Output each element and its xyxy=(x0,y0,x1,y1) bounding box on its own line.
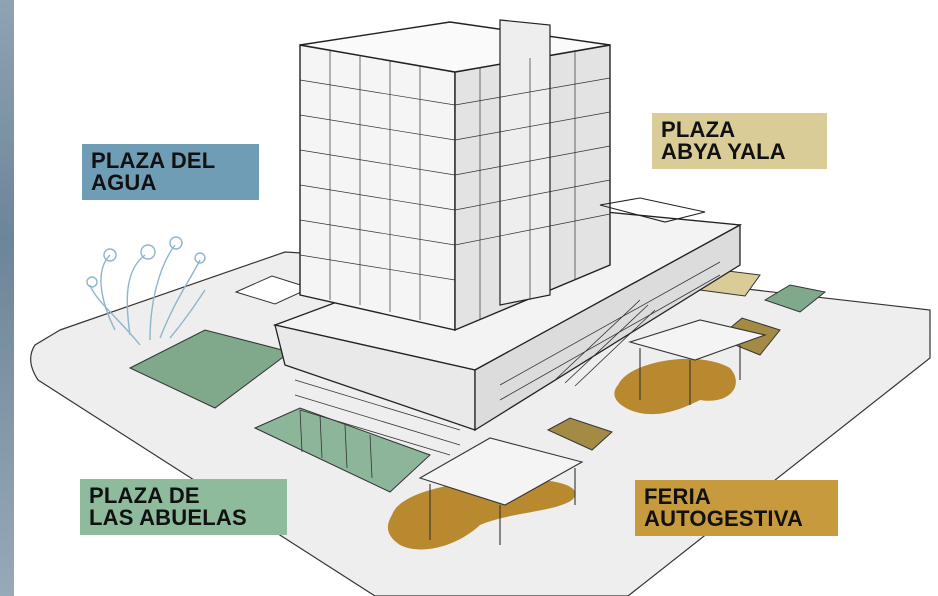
fountain-icon xyxy=(86,236,206,346)
feria-blob-1 xyxy=(614,358,736,415)
label-plaza-abya-yala: PLAZA ABYA YALA xyxy=(652,113,827,169)
green-plaza-right xyxy=(763,284,827,313)
ochre-area-2 xyxy=(546,417,613,451)
front-glass-lines xyxy=(299,409,373,479)
feria-canopies xyxy=(418,319,767,545)
label-plaza-de-las-abuelas: PLAZA DE LAS ABUELAS xyxy=(80,479,287,535)
label-feria-autogestiva: FERIA AUTOGESTIVA xyxy=(635,480,838,536)
tower-left-face xyxy=(299,44,456,331)
tower-core xyxy=(499,19,551,306)
feria-blob-2 xyxy=(387,479,576,550)
tower-facade-grid xyxy=(299,50,611,320)
green-plaza-front xyxy=(253,407,431,493)
podium-side xyxy=(474,223,741,432)
left-edge-strip xyxy=(0,0,14,596)
stairs xyxy=(554,299,656,387)
roof-pergola xyxy=(599,197,706,223)
podium-windows xyxy=(294,261,721,456)
label-plaza-del-agua: PLAZA DEL AGUA xyxy=(82,144,259,200)
